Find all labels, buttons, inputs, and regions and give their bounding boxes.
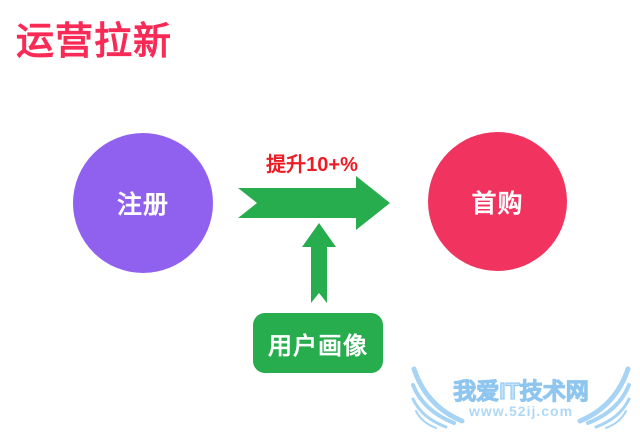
watermark-site-name: 我爱IT技术网 [453, 378, 589, 405]
user-profile-box: 用户画像 [253, 313, 383, 373]
node-first-purchase-label: 首购 [471, 189, 524, 218]
arrow-improvement-label: 提升10+% [266, 154, 358, 176]
watermark: 我爱IT技术网 www.52ij.com [404, 363, 638, 435]
up-arrow-icon [302, 223, 336, 303]
right-arrow-icon [238, 176, 390, 230]
wing-right-icon [577, 366, 631, 429]
node-register-label: 注册 [116, 191, 169, 219]
wing-left-icon [411, 366, 465, 429]
node-register: 注册 [73, 133, 213, 273]
watermark-text: 我爱IT技术网 www.52ij.com [452, 378, 590, 420]
watermark-site-url: www.52ij.com [468, 403, 574, 420]
user-profile-label: 用户画像 [268, 332, 368, 360]
page-title: 运营拉新 [16, 21, 173, 63]
node-first-purchase: 首购 [428, 132, 567, 271]
